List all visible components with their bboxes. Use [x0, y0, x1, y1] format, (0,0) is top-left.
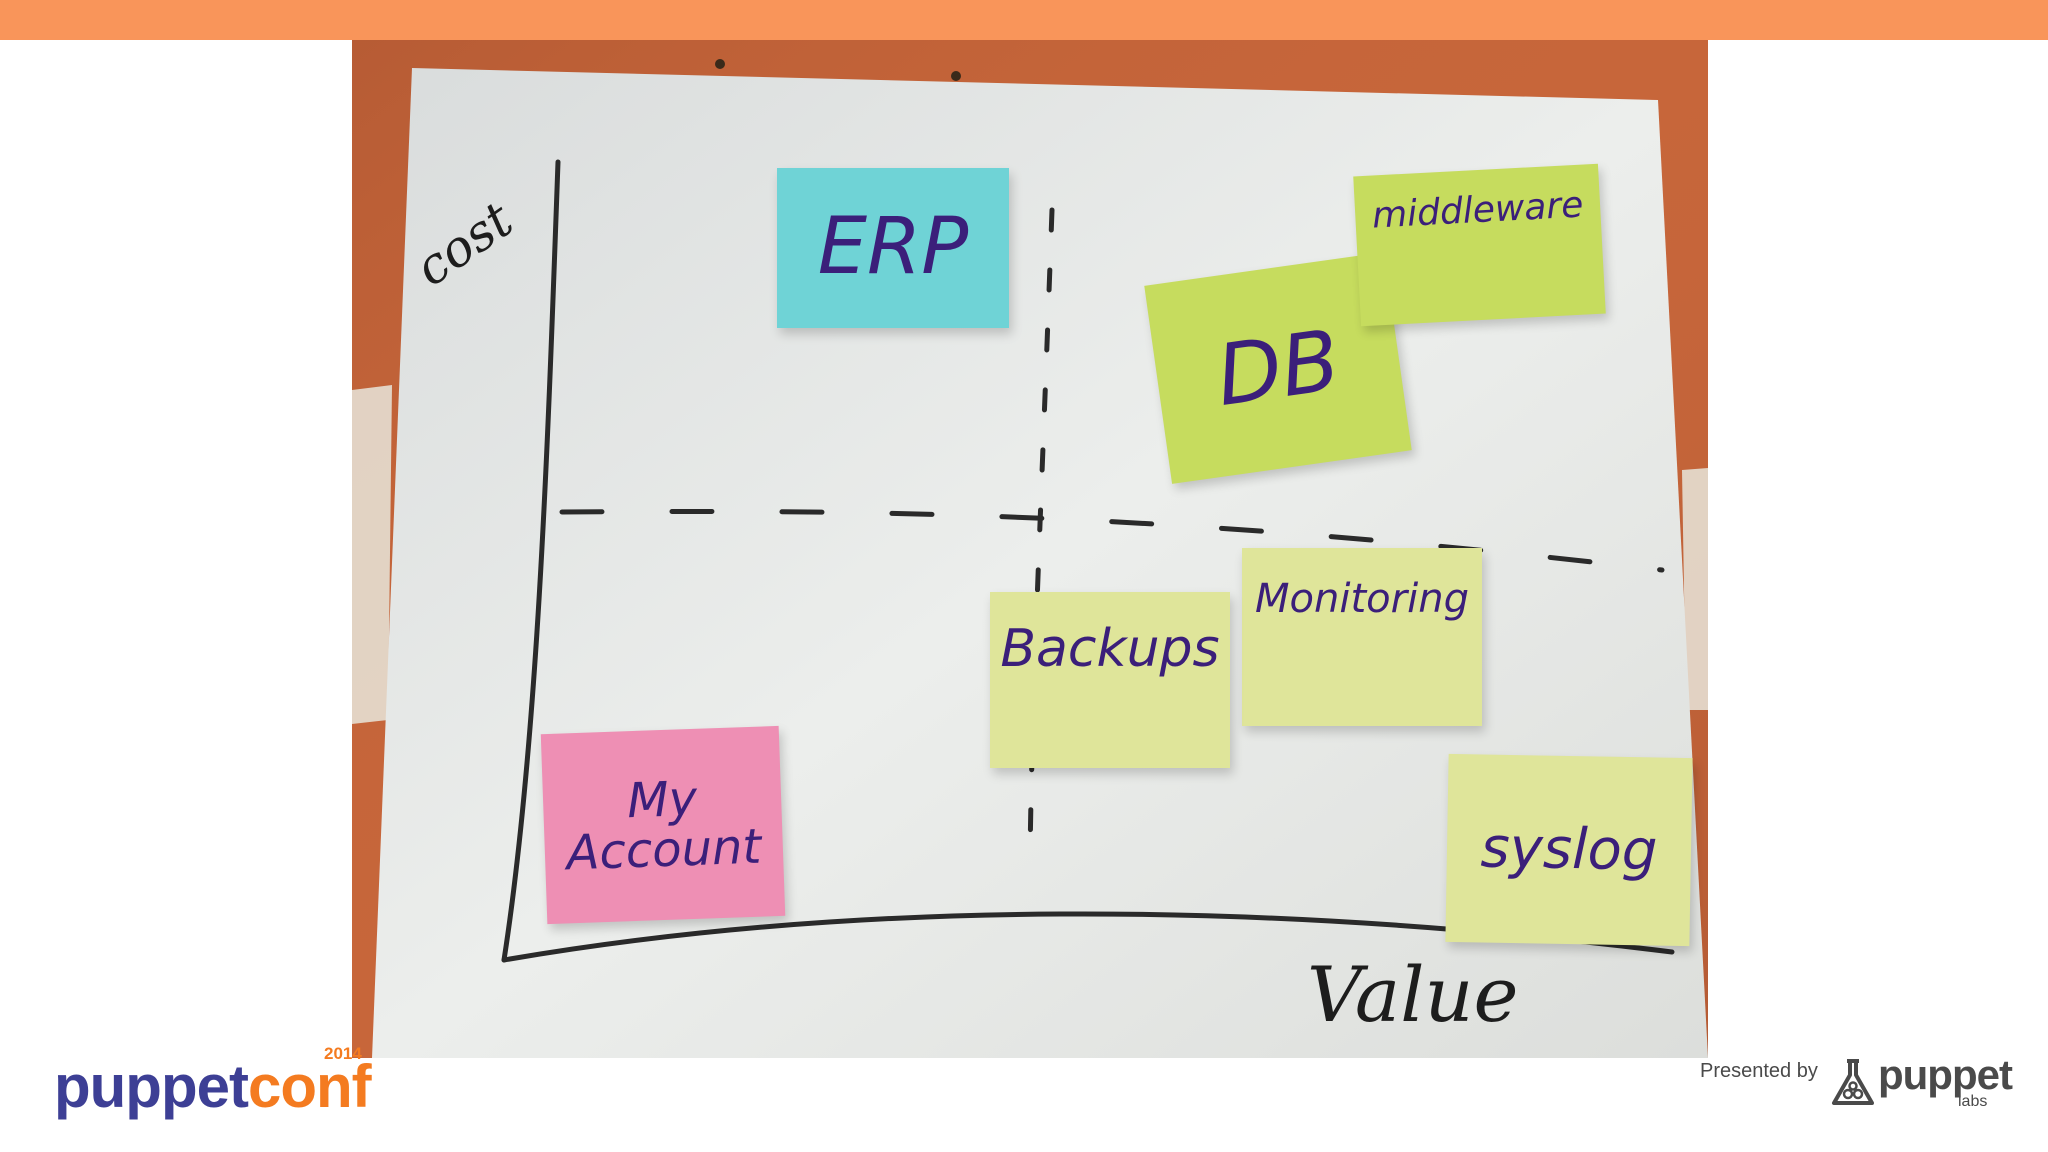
- puppetconf-logo: puppetconf 2014: [54, 1044, 414, 1122]
- y-axis: [501, 159, 561, 963]
- vertical-divider: [1027, 207, 1055, 863]
- labs-logo-sub: labs: [1958, 1093, 1988, 1110]
- sticky-note-backups: Backups: [990, 592, 1230, 768]
- tape-left: [352, 385, 392, 724]
- sticky-note-monitoring: Monitoring: [1242, 548, 1482, 726]
- presented-by-label: Presented by: [1700, 1060, 1818, 1082]
- logo-year: 2014: [324, 1044, 362, 1063]
- note-label: syslog: [1480, 815, 1658, 884]
- note-label: middleware: [1371, 184, 1585, 237]
- labs-logo-word: puppet: [1878, 1051, 2013, 1098]
- logo-part-puppet: puppet: [54, 1053, 249, 1120]
- note-label: DB: [1210, 310, 1346, 425]
- logo-part-conf: conf: [247, 1053, 372, 1120]
- flask-icon: [1832, 1059, 1874, 1105]
- pin: [951, 71, 961, 81]
- horizontal-divider: [559, 508, 1665, 573]
- sticky-note-syslog: syslog: [1445, 753, 1693, 947]
- note-label: Backups: [1000, 619, 1220, 679]
- note-label: Monitoring: [1255, 576, 1469, 622]
- sticky-note-my-account: My Account: [540, 725, 786, 925]
- tape-right: [1682, 468, 1708, 710]
- note-label: ERP: [817, 202, 969, 293]
- pin: [715, 59, 725, 69]
- sticky-note-erp: ERP: [777, 168, 1009, 328]
- note-label-line2: Account: [565, 818, 763, 882]
- note-label-line1: My: [626, 770, 698, 829]
- puppet-labs-logo: puppet labs: [1830, 1051, 2013, 1111]
- whiteboard-photo: cost Value ERP DB middleware Monitoring …: [352, 40, 1708, 1058]
- top-accent-bar: [0, 0, 2048, 40]
- sticky-note-middleware: middleware: [1353, 163, 1606, 327]
- x-axis-label: Value: [1307, 950, 1519, 1039]
